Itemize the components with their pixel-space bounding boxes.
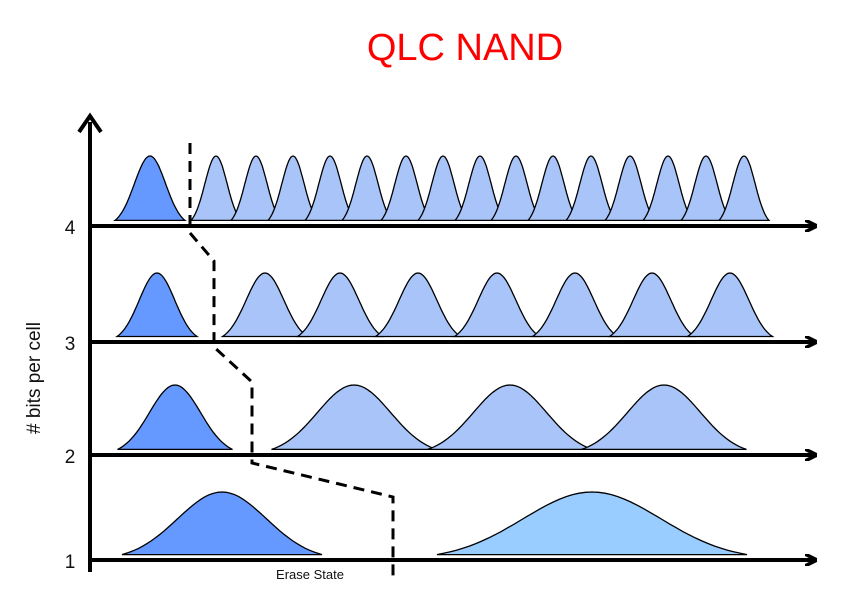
state-curve-row-4 <box>379 155 433 222</box>
state-curve-row-4 <box>340 155 394 222</box>
bits-tick-label: 3 <box>65 334 76 355</box>
state-curve-row-4 <box>303 155 357 222</box>
erase-state-curve-row-2 <box>117 384 233 451</box>
state-curve-row-1 <box>436 491 748 556</box>
state-curve-row-2 <box>271 384 437 451</box>
y-axis-label: # bits per cell <box>24 322 45 434</box>
state-curve-row-4 <box>717 155 771 222</box>
state-curve-row-3 <box>220 272 310 338</box>
state-curve-row-3 <box>295 272 385 338</box>
state-curve-row-2 <box>427 384 593 451</box>
state-curve-row-4 <box>416 155 470 222</box>
axes-layer <box>77 112 815 572</box>
state-curve-row-4 <box>564 155 618 222</box>
state-curve-row-4 <box>453 155 507 222</box>
erase-state-curve-row-1 <box>121 491 323 556</box>
state-curve-row-3 <box>685 272 775 338</box>
state-curve-row-3 <box>373 272 463 338</box>
state-curve-row-4 <box>641 155 695 222</box>
state-curve-row-3 <box>607 272 697 338</box>
bits-tick-label: 1 <box>65 552 76 573</box>
state-curve-row-2 <box>581 384 747 451</box>
bits-tick-label: 2 <box>65 447 76 468</box>
curves-layer <box>113 155 775 556</box>
read-threshold-dashed-line <box>188 143 395 582</box>
y-axis-arrowhead <box>77 112 103 134</box>
diagram-title: QLC NAND <box>367 27 563 69</box>
state-curve-row-4 <box>189 155 243 222</box>
state-curve-row-3 <box>530 272 620 338</box>
state-curve-row-4 <box>603 155 657 222</box>
state-curve-row-3 <box>452 272 542 338</box>
state-curve-row-4 <box>489 155 543 222</box>
state-curve-row-4 <box>266 155 320 222</box>
tick-labels: 4 3 2 1 <box>65 218 76 573</box>
erase-state-label: Erase State <box>276 567 344 582</box>
bits-tick-label: 4 <box>65 218 76 239</box>
state-curve-row-4 <box>679 155 733 222</box>
state-curve-row-4 <box>229 155 283 222</box>
erase-state-curve-row-3 <box>114 272 200 338</box>
erase-state-curve-row-4 <box>113 155 187 222</box>
state-curve-row-4 <box>526 155 580 222</box>
